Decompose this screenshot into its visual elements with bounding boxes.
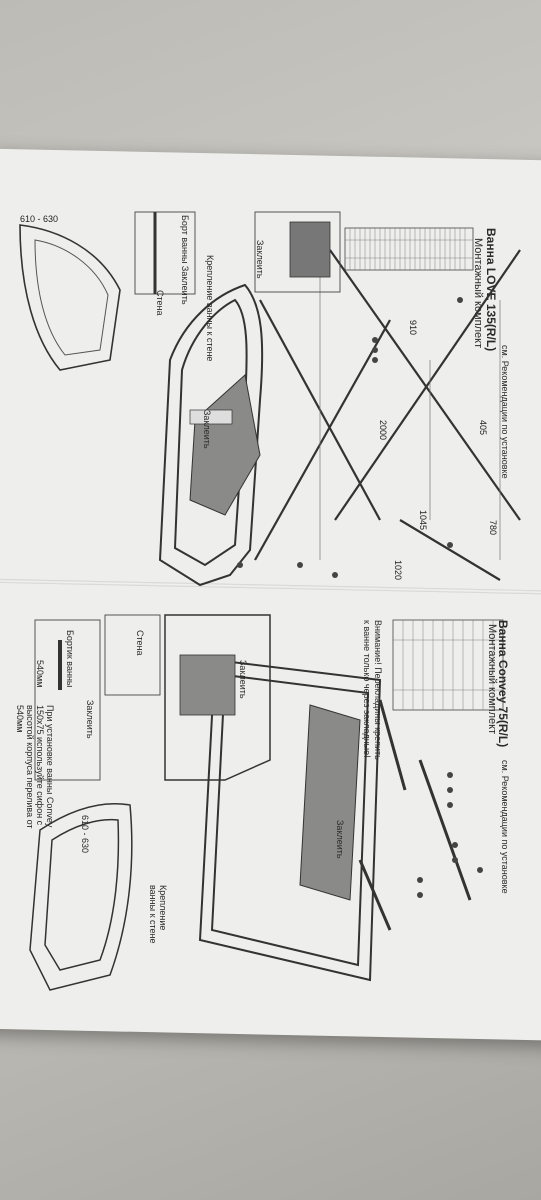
top-corner-bath [19, 224, 121, 371]
top-frame [254, 249, 521, 581]
bottom-bathtub [198, 658, 382, 982]
bottom-dim-1: 610 - 630 [80, 815, 90, 854]
top-dim-7: 610 - 630 [20, 214, 58, 224]
bottom-wall-detail-box [104, 614, 161, 696]
bottom-warning: Внимание! Перекладины крепить к ванне то… [362, 620, 383, 760]
bottom-manual-subtitle: Монтажный комплект [486, 624, 498, 735]
top-callout-seal: Заклеить [255, 240, 265, 279]
top-wall-detail-box [134, 211, 196, 295]
bottom-manual-note: см. Рекомендации по установке [500, 760, 510, 894]
top-parts-table [344, 227, 474, 271]
bottom-screws [417, 772, 483, 898]
top-callout-wall: Стена [155, 290, 165, 316]
bottom-callout-mount: Крепление ванны к стене [148, 885, 168, 944]
top-bathtub [158, 283, 264, 587]
top-screws [237, 297, 463, 578]
top-dim-1: 910 [408, 320, 418, 335]
bottom-parts-table [392, 619, 504, 711]
top-dim-4: 780 [488, 520, 498, 535]
bottom-dim-2: 540мм [35, 660, 45, 688]
top-dim-lines [319, 260, 501, 560]
bottom-callout-seal: Заклеить [335, 820, 345, 859]
top-dim-6: 1020 [393, 560, 403, 580]
bottom-callout-seal-3: Заклеить [85, 700, 95, 739]
top-callout-mount: Крепление ванны к стене [205, 255, 215, 362]
bottom-side-note: При установке ванны Convey 150x75 исполь… [15, 705, 55, 829]
top-dim-5: 1045 [418, 510, 428, 530]
top-dim-2: 2000 [378, 420, 388, 440]
bottom-callout-seal-2: Заклеить [238, 660, 248, 699]
top-panel [189, 374, 261, 516]
bottom-siphon-box [34, 619, 101, 781]
bottom-corner-bath [29, 803, 133, 991]
top-dim-3: 405 [478, 420, 488, 435]
bottom-panel [299, 704, 361, 901]
top-detail-box [254, 211, 341, 293]
bottom-frame [358, 699, 472, 931]
top-callout-seal-2: Заклеить [202, 410, 212, 449]
bottom-callout-wall: Стена [135, 630, 145, 656]
bottom-top-view [164, 614, 271, 781]
bottom-callout-rim: Бортик ванны [65, 630, 75, 688]
top-callout-rim: Борт ванны Заклеить [180, 215, 190, 305]
bottom-manual-title: Ванна Convey 75(R/L) [496, 620, 510, 748]
